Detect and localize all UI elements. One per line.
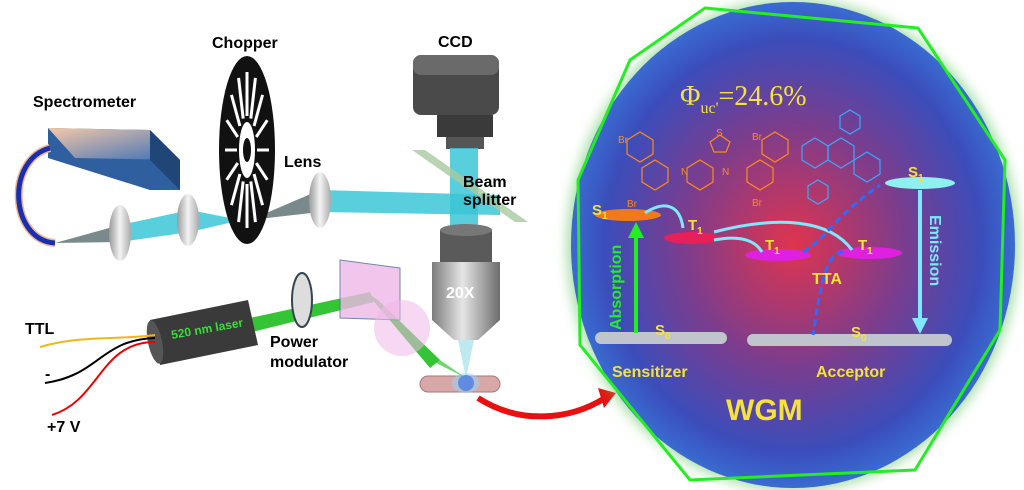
br-label-3: Br <box>752 132 763 143</box>
focus-cone <box>458 340 474 378</box>
power-modulator-label-1: Power <box>270 334 318 351</box>
chopper-slot <box>237 181 245 223</box>
wire-ttl <box>39 334 156 348</box>
sensitizer-s0-label: S0 <box>655 322 671 342</box>
minus-label: - <box>45 366 50 383</box>
acceptor-s1-label: S1 <box>908 164 924 184</box>
n-label-1: N <box>681 167 688 178</box>
ttl-label: TTL <box>25 321 55 338</box>
acceptor-t1-level-b <box>836 247 902 259</box>
wgm-microcavity <box>567 0 1019 490</box>
beam-splitter-label-2: splitter <box>463 192 516 209</box>
acceptor-s0-level <box>747 334 952 346</box>
br-label-1: Br <box>618 135 629 146</box>
chopper-wheel <box>219 56 275 244</box>
chopper-slot <box>249 77 257 119</box>
sensitizer-t1-level <box>664 232 720 244</box>
chopper-slot <box>229 94 242 127</box>
power-modulator <box>291 272 313 328</box>
n-label-2: N <box>722 167 729 178</box>
acceptor-molecule <box>801 109 881 205</box>
sensitizer-molecule <box>626 131 789 191</box>
chopper-slot <box>225 119 240 138</box>
br-label-4: Br <box>752 198 763 209</box>
objective-lens <box>432 224 500 340</box>
chopper-slot <box>225 162 240 181</box>
chopper-slot <box>252 173 265 206</box>
fiber-cable <box>14 144 56 247</box>
sensitizer-s1-label: S1 <box>592 202 608 222</box>
br-label-2: Br <box>627 199 638 210</box>
chopper-slot <box>229 173 242 206</box>
emission-label: Emission <box>926 215 943 286</box>
chopper-slot <box>254 119 269 138</box>
lens-2 <box>177 194 199 246</box>
acceptor-s0-label: S0 <box>851 324 867 344</box>
wire-power <box>51 341 156 416</box>
tet-arrow-a <box>713 236 764 253</box>
tta-down-arrow <box>811 250 844 336</box>
sensitizer-s0-level <box>595 332 727 344</box>
lens-label: Lens <box>284 154 321 171</box>
tta-label: TTA <box>812 271 842 288</box>
tet-arrow-b <box>713 220 854 251</box>
spectrometer <box>48 128 180 190</box>
chopper-slot <box>252 94 265 127</box>
beam-splitter <box>412 150 528 222</box>
chopper-label: Chopper <box>212 35 278 52</box>
zoom-arrow <box>476 395 607 420</box>
acceptor-t1-label-b: T1 <box>858 237 873 257</box>
focusing-lens <box>374 300 430 356</box>
acceptor-t1-label-a: T1 <box>765 237 780 257</box>
chopper-slot <box>249 181 257 223</box>
wgm-light-path <box>576 6 1007 482</box>
wire-ground <box>44 337 156 384</box>
beam-splitter-label-1: Beam <box>463 174 507 191</box>
chopper-slot <box>237 77 245 119</box>
sample-rod <box>419 373 501 393</box>
isc-arrow <box>644 204 685 229</box>
spectrometer-label: Spectrometer <box>33 94 136 111</box>
sensitizer-label: Sensitizer <box>612 364 688 381</box>
plus-voltage-label: +7 V <box>47 419 81 436</box>
power-modulator-label-2: modulator <box>270 354 348 371</box>
objective-label: 20X <box>446 285 475 302</box>
wgm-label: WGM <box>726 394 803 427</box>
lens-1 <box>109 205 131 261</box>
absorption-label: Absorption <box>608 245 625 330</box>
efficiency-label: Φuc'=24.6% <box>680 81 807 117</box>
sensitizer-t1-label: T1 <box>688 217 703 237</box>
s-label: S <box>716 128 723 139</box>
acceptor-label: Acceptor <box>816 364 885 381</box>
acceptor-s1-level <box>885 177 955 189</box>
chopper-slot <box>254 162 269 181</box>
lens-3 <box>309 172 331 228</box>
collection-beam <box>55 225 120 243</box>
ccd-camera <box>413 55 499 149</box>
ccd-label: CCD <box>438 34 473 51</box>
